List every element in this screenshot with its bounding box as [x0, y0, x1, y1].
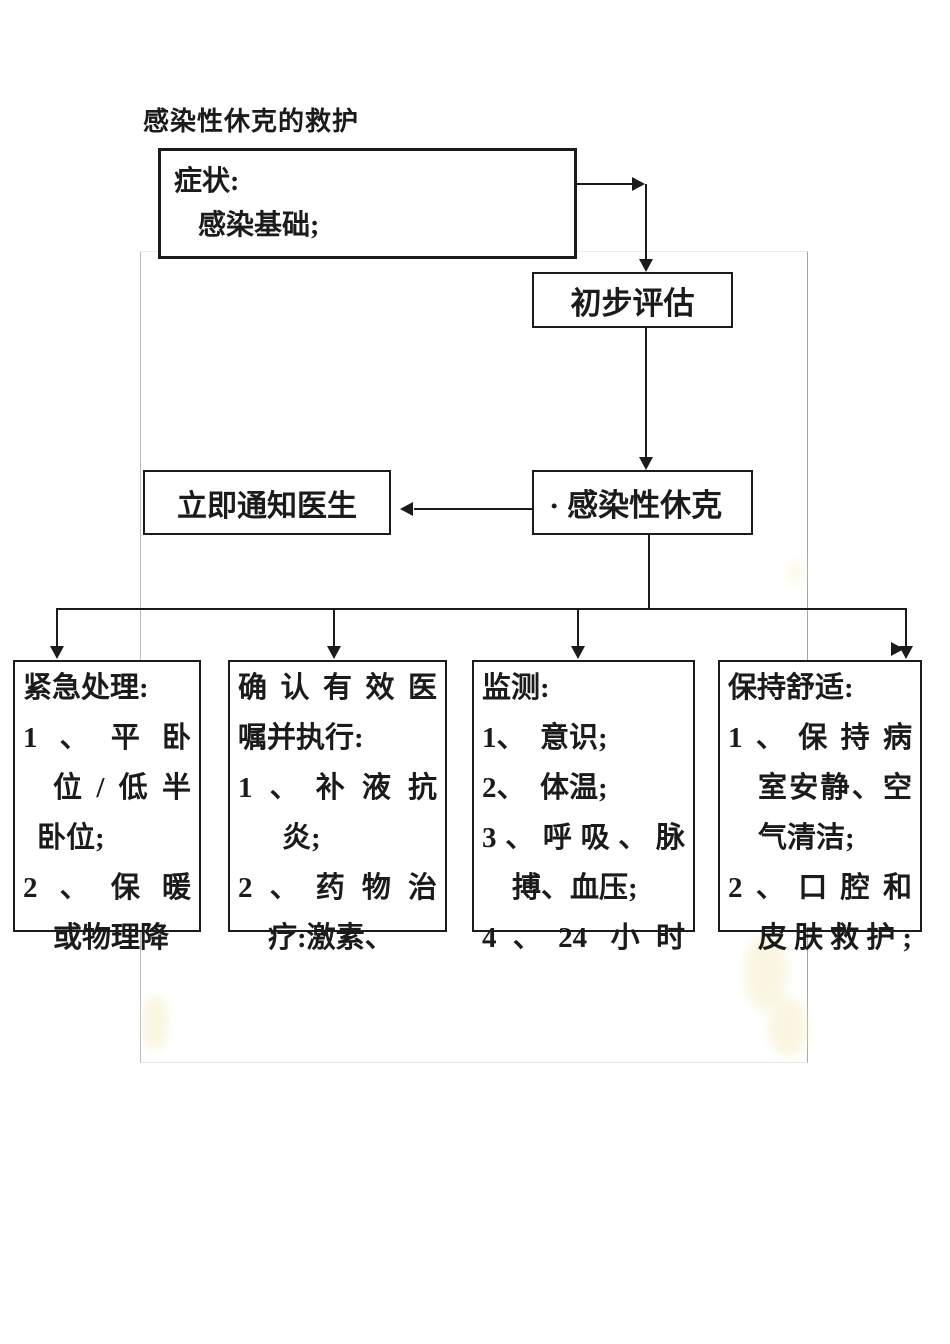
text-line: 嘱并执行: — [238, 722, 364, 754]
text-line: 保持舒适: — [728, 672, 854, 704]
arrowhead-down-icon — [639, 457, 653, 470]
text-line: 1、保持病 — [728, 722, 912, 754]
highlight-smudge — [745, 935, 787, 1010]
highlight-smudge — [768, 998, 808, 1056]
keep-comfort-box: 保持舒适: 1、保持病 室安静、空 气清洁; 2、口腔和 皮肤救护; — [718, 660, 922, 954]
connector-down-to-assess — [645, 184, 647, 259]
monitoring-box: 监测: 1、 意识; 2、 体温; 3、呼吸、脉 搏、血压; 4、24 小时 — [472, 660, 695, 954]
text-line: 2、药物治 — [238, 872, 437, 904]
arrowhead-down-icon — [50, 646, 64, 659]
text-line: 1、平卧 — [23, 722, 191, 754]
connector-symptom-right-line — [577, 183, 633, 185]
text-line: 1、 意识; — [482, 722, 608, 754]
text-line: 搏、血压; — [512, 872, 638, 904]
branch-drop-3 — [577, 610, 579, 647]
text-line: 监测: — [482, 672, 550, 704]
arrowhead-left-icon — [400, 502, 413, 516]
branch-line — [56, 608, 907, 610]
keep-comfort-text: 保持舒适: 1、保持病 室安静、空 气清洁; 2、口腔和 皮肤救护; — [720, 662, 920, 963]
text-line: 1、补液抗 — [238, 772, 437, 804]
emergency-handling-text: 紧急处理: 1、平卧 位/低半 卧位; 2、保暖 或物理降 — [15, 662, 199, 963]
connector-assess-to-shock — [645, 328, 647, 458]
arrowhead-down-icon — [639, 259, 653, 272]
arrowhead-right-icon — [891, 642, 904, 656]
confirm-orders-text: 确认有效医 嘱并执行: 1、补液抗 炎; 2、药物治 疗:激素、 — [230, 662, 445, 963]
text-line: 位/低半 — [53, 772, 191, 804]
text-line: 卧位; — [37, 822, 105, 854]
symptom-box: 症状: 感染基础; — [158, 148, 577, 259]
highlight-smudge — [788, 560, 804, 584]
text-line: 2、保暖 — [23, 872, 191, 904]
arrowhead-down-icon — [327, 646, 341, 659]
page-title: 感染性休克的救护 — [143, 107, 360, 136]
arrowhead-down-icon — [571, 646, 585, 659]
text-line: 室安静、空 — [758, 772, 912, 804]
branch-drop-4 — [905, 610, 907, 647]
arrowhead-right-icon — [632, 177, 645, 191]
text-line: 3、呼吸、脉 — [482, 822, 685, 854]
notify-doctor-box: 立即通知医生 — [143, 470, 391, 535]
branch-drop-1 — [56, 610, 58, 647]
highlight-smudge — [142, 995, 168, 1050]
text-line: 气清洁; — [758, 822, 855, 854]
symptom-line-1: 症状: — [174, 166, 240, 197]
text-line: 炎; — [282, 822, 321, 854]
monitoring-text: 监测: 1、 意识; 2、 体温; 3、呼吸、脉 搏、血压; 4、24 小时 — [474, 662, 693, 963]
text-line: 2、 体温; — [482, 772, 608, 804]
text-line: 2、口腔和 — [728, 872, 912, 904]
text-line: 疗:激素、 — [268, 922, 394, 954]
branch-drop-2 — [333, 610, 335, 647]
shock-label: · 感染性休克 — [549, 488, 723, 523]
text-line: 或物理降 — [53, 922, 170, 954]
symptom-line-2: 感染基础; — [198, 210, 320, 241]
connector-shock-to-notify — [414, 508, 532, 510]
text-line: 皮肤救护; — [758, 922, 912, 954]
septic-shock-box: · 感染性休克 — [532, 470, 753, 535]
assess-label: 初步评估 — [570, 285, 695, 321]
assess-box: 初步评估 — [532, 272, 733, 328]
connector-shock-to-branch — [648, 535, 650, 609]
text-line: 4、24 小时 — [482, 922, 685, 954]
text-line: 确认有效医 — [238, 672, 437, 704]
emergency-handling-box: 紧急处理: 1、平卧 位/低半 卧位; 2、保暖 或物理降 — [13, 660, 201, 954]
confirm-orders-box: 确认有效医 嘱并执行: 1、补液抗 炎; 2、药物治 疗:激素、 — [228, 660, 447, 954]
notify-label: 立即通知医生 — [177, 489, 357, 523]
text-line: 紧急处理: — [23, 672, 149, 704]
